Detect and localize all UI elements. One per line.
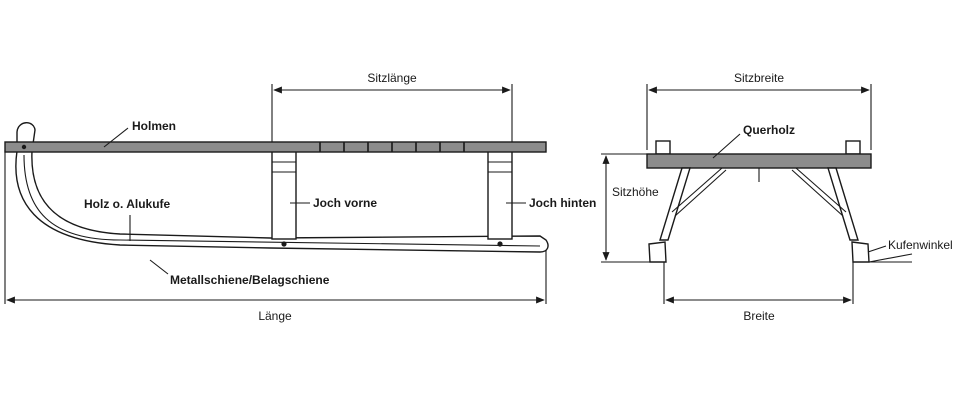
runner-angle-line xyxy=(868,253,913,263)
rail-leader xyxy=(103,127,129,148)
left-rail-cap xyxy=(655,140,671,155)
seat-slats xyxy=(319,142,465,152)
metal-rail-leader xyxy=(149,259,169,275)
crossbar-leader xyxy=(712,133,741,159)
right-leg xyxy=(827,167,859,241)
seat-length-label: Sitzlänge xyxy=(367,71,417,85)
left-brace-b xyxy=(674,169,727,217)
rail-bar xyxy=(4,141,547,153)
right-brace-a xyxy=(795,167,847,213)
runner xyxy=(15,150,549,253)
seat-width-label: Sitzbreite xyxy=(734,71,784,85)
right-runner-foot xyxy=(851,241,870,263)
left-leg xyxy=(659,167,691,241)
runner-label: Holz o. Alukufe xyxy=(84,197,171,211)
left-brace-a xyxy=(671,167,723,213)
crossbar xyxy=(646,153,872,169)
rail-label: Holmen xyxy=(132,119,176,133)
right-rail-cap xyxy=(845,140,861,155)
front-bolt xyxy=(21,144,27,150)
length-label: Länge xyxy=(258,309,292,323)
width-label: Breite xyxy=(743,309,775,323)
rear-rivet xyxy=(497,241,503,247)
front-yoke xyxy=(271,146,297,240)
front-yoke-label: Joch vorne xyxy=(313,196,377,210)
metal-strip-line xyxy=(23,154,541,247)
runner-angle-label: Kufenwinkel xyxy=(888,238,953,252)
side-view: Sitzlänge Holmen xyxy=(4,71,596,323)
seat-height-label: Sitzhöhe xyxy=(612,185,659,199)
right-brace-b xyxy=(791,169,844,217)
runner-angle-leader xyxy=(867,245,887,253)
metal-rail-label: Metallschiene/Belagschiene xyxy=(170,273,330,287)
front-rivet xyxy=(281,241,287,247)
front-view: Sitzbreite Sitzhöhe Breite Kufenwinkel Q… xyxy=(601,71,953,323)
crossbar-label: Querholz xyxy=(743,123,795,137)
rear-yoke xyxy=(487,146,513,240)
left-runner-foot xyxy=(648,241,667,263)
rear-yoke-label: Joch hinten xyxy=(529,196,596,210)
